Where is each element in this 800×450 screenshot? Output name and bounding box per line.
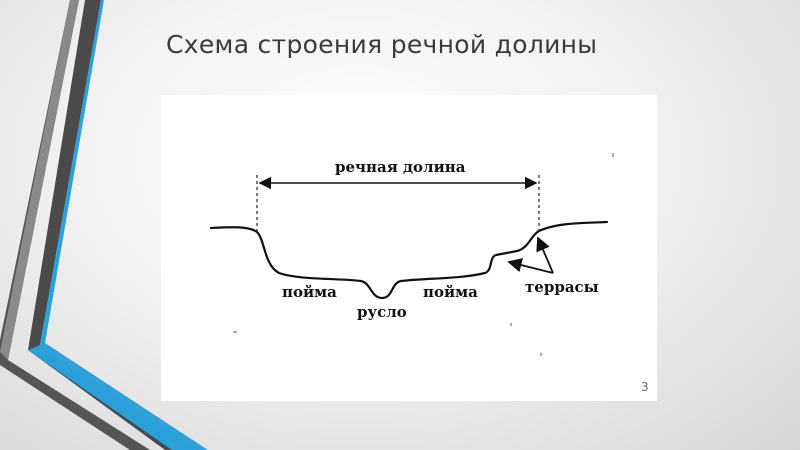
river-valley-figure: речная долина пойма пойма русло террасы [161,95,657,401]
stripe-dark-main [28,0,200,450]
channel-label: русло [357,303,407,321]
stripe-blue-lower [28,345,200,450]
river-valley-profile-svg [209,153,614,356]
terraces-label: террасы [525,278,599,296]
valley-label: речная долина [335,158,466,176]
floodplain-right-label: пойма [423,283,478,301]
floodplain-left-label: пойма [282,283,337,301]
slide-title: Схема строения речной долины [166,30,598,59]
stripe-blue [40,0,208,450]
terrace-arrow-upper [536,236,554,274]
page-number: 3 [641,380,649,394]
valley-profile-line [209,220,609,300]
stripe-gray-thin [0,0,79,360]
terrace-arrow-lower [507,258,554,274]
